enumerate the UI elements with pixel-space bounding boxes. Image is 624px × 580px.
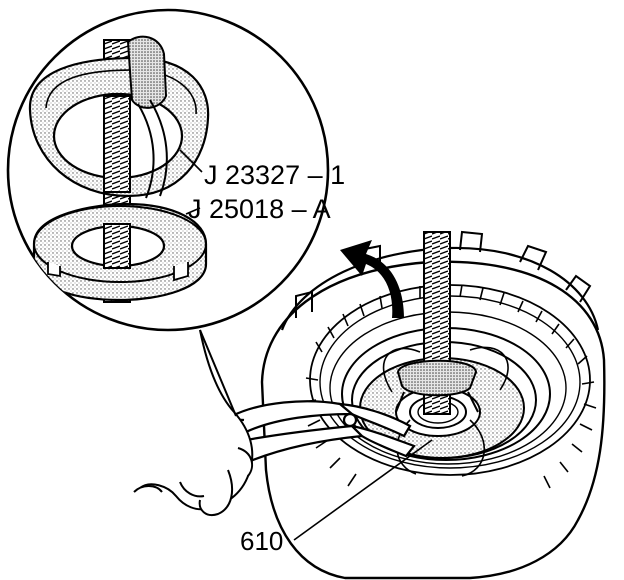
- tool-j23327-adapter: [28, 35, 210, 199]
- compressor-rod: [395, 231, 479, 415]
- tool-label-j25018: J 25018 – A: [188, 194, 331, 224]
- snap-ring-pliers: [226, 400, 416, 464]
- removal-arrow: [340, 240, 404, 318]
- tool-label-j23327: J 23327 – 1: [204, 160, 346, 190]
- tool-j25018-washer: [32, 202, 208, 302]
- detail-magnifier: [6, 8, 330, 417]
- callout-leaders: [179, 149, 433, 541]
- technician-hand: [133, 329, 254, 516]
- part-reference-label: 610: [240, 526, 284, 556]
